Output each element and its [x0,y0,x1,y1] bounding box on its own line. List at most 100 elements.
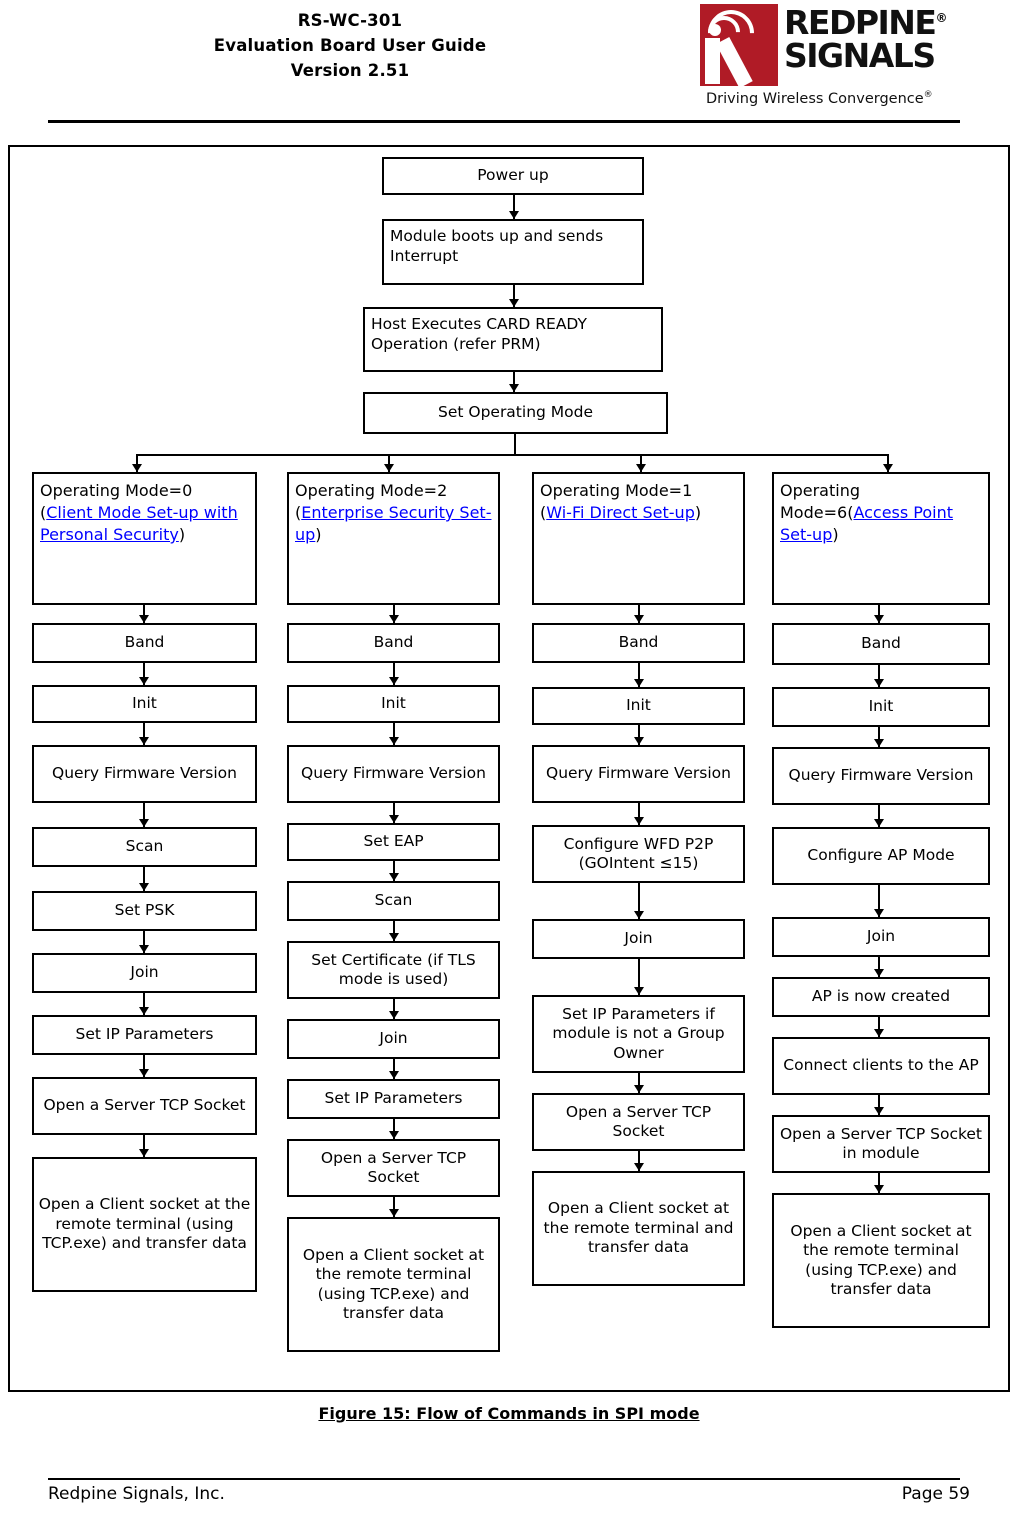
flow-node-power-up: Power up [382,157,644,195]
flow-node-label: Module boots up and sends Interrupt [390,227,604,265]
flow-node-label: Set IP Parameters [75,1025,214,1044]
flow-node-label: Open a Client socket at the remote termi… [38,1195,251,1253]
flow-node-label: Query Firmware Version [52,764,237,783]
flow-node-label: Query Firmware Version [301,764,486,783]
flow-node-mode-0-init: Init [32,685,257,723]
flow-node-mode-1-client-socket: Open a Client socket at the remote termi… [532,1171,745,1286]
flow-node-label: Set IP Parameters [324,1089,463,1108]
flow-node-label: Operating Mode=1(Wi-Fi Direct Set-up) [540,480,737,524]
flow-node-module-boots: Module boots up and sends Interrupt [382,219,644,285]
close-paren: ) [315,525,322,544]
flow-node-mode-6-server-socket: Open a Server TCP Socket in module [772,1115,990,1173]
flow-node-mode-1-head: Operating Mode=1(Wi-Fi Direct Set-up) [532,472,745,605]
flow-node-mode-2-scan: Scan [287,881,500,921]
title-line-3: Version 2.51 [290,61,410,80]
page-header: RS-WC-301 Evaluation Board User Guide Ve… [0,0,1018,125]
flow-node-label: Operating Mode=2 (Enterprise Security Set… [295,480,492,546]
flow-node-mode-0-scan: Scan [32,827,257,867]
logo-name-line-1: REDPINE [784,3,937,42]
page-title: RS-WC-301 Evaluation Board User Guide Ve… [120,8,580,83]
flow-node-mode-6-query-fw: Query Firmware Version [772,747,990,805]
flow-node-label: Open a Client socket at the remote termi… [302,1245,485,1323]
link-wifi-direct-setup[interactable]: Wi-Fi Direct Set-up [546,503,695,522]
close-paren: ) [178,525,186,544]
flow-node-label: Operating Mode=0(Client Mode Set-up with… [40,480,249,546]
logo-tagline: Driving Wireless Convergence® [706,90,950,107]
registered-trademark-icon: ® [935,11,948,25]
flow-node-label: Join [624,929,653,948]
flow-node-mode-1-query-fw: Query Firmware Version [532,745,745,803]
flow-node-mode-2-head: Operating Mode=2 (Enterprise Security Set… [287,472,500,605]
flow-node-mode-6-connect-clients: Connect clients to the AP [772,1037,990,1095]
flow-node-label: Open a Client socket at the remote termi… [790,1221,972,1299]
flow-node-mode-2-client-socket: Open a Client socket at the remote termi… [287,1217,500,1352]
flow-node-mode-2-init: Init [287,685,500,723]
link-client-mode-setup[interactable]: Client Mode Set-up with Personal Securit… [40,503,238,544]
branch-trunk-stem [514,434,516,455]
flow-node-label: Open a Server TCP Socket [320,1148,467,1187]
title-line-2: Evaluation Board User Guide [213,36,487,55]
flow-node-label: Configure WFD P2P (GOIntent ≤15) [563,834,714,873]
flow-node-label: Join [130,963,159,982]
flow-node-label: Set EAP [363,832,424,851]
flow-node-label: Open a Server TCP Socket [565,1102,712,1141]
flow-node-label: Init [868,697,894,716]
flow-node-mode-6-configure-ap: Configure AP Mode [772,827,990,885]
flow-node-mode-1-band: Band [532,623,745,663]
flow-node-label: Set IP Parameters if module is not a Gro… [552,1004,725,1062]
flow-node-mode-0-query-fw: Query Firmware Version [32,745,257,803]
flow-node-mode-1-set-ip: Set IP Parameters if module is not a Gro… [532,995,745,1073]
flow-node-mode-0-set-psk: Set PSK [32,891,257,931]
link-access-point-setup[interactable]: Access Point Set-up [780,503,954,544]
flow-node-label: Init [132,694,157,713]
flow-node-label: Operating Mode=6(Access Point Set-up) [780,480,982,546]
logo-signal-wave-icon [698,0,778,89]
flow-node-label: AP is now created [811,987,951,1006]
flow-node-mode-1-join: Join [532,919,745,959]
flow-node-mode-2-server-socket: Open a Server TCP Socket [287,1139,500,1197]
flow-node-mode-6-ap-created: AP is now created [772,977,990,1017]
flow-node-label: Connect clients to the AP [783,1056,979,1075]
flow-node-mode-0-server-socket: Open a Server TCP Socket [32,1077,257,1135]
open-paren: ( [540,503,547,522]
logo-name-line-2: SIGNALS [784,36,936,75]
flow-node-mode-1-server-socket: Open a Server TCP Socket [532,1093,745,1151]
link-enterprise-security-setup[interactable]: Enterprise Security Set-up [295,503,492,544]
redpine-signals-logo: REDPINE® SIGNALS Driving Wireless Conver… [698,0,950,112]
flow-node-mode-2-join: Join [287,1019,500,1059]
flow-node-label: Init [381,694,406,713]
flow-node-label: Scan [374,891,413,910]
title-line-1: RS-WC-301 [297,11,403,30]
flow-node-label: Band [861,634,901,653]
flow-node-mode-6-join: Join [772,917,990,957]
flow-node-mode-2-query-fw: Query Firmware Version [287,745,500,803]
logo-tagline-text: Driving Wireless Convergence [706,90,924,107]
flow-node-mode-2-set-eap: Set EAP [287,823,500,861]
header-divider [48,120,960,123]
flow-node-mode-1-configure-wfd: Configure WFD P2P (GOIntent ≤15) [532,825,745,883]
flow-node-mode-0-join: Join [32,953,257,993]
open-paren: ( [295,503,302,522]
flow-node-label: Band [618,633,659,652]
flow-node-card-ready: Host Executes CARD READY Operation (refe… [363,307,663,372]
flow-node-label: Power up [477,166,549,185]
mode-prefix: Operating Mode=2 [295,481,448,500]
flow-node-mode-0-head: Operating Mode=0(Client Mode Set-up with… [32,472,257,605]
mode-prefix: Operating Mode=6 [780,481,860,522]
figure-caption: Figure 15: Flow of Commands in SPI mode [318,1404,700,1423]
flow-node-label: Set Operating Mode [437,403,594,422]
flow-node-label: Scan [125,837,164,856]
flow-node-label: Set Certificate (if TLS mode is used) [311,950,476,989]
flow-node-mode-2-set-ip: Set IP Parameters [287,1079,500,1119]
mode-prefix: Operating Mode=1 [540,481,693,500]
logo-wordmark: REDPINE® SIGNALS [784,2,950,72]
flow-node-label: Set PSK [114,901,175,920]
flow-node-label: Query Firmware Version [788,766,974,785]
flow-node-mode-2-set-cert: Set Certificate (if TLS mode is used) [287,941,500,999]
open-paren: ( [847,503,854,522]
flow-node-mode-6-band: Band [772,623,990,665]
close-paren: ) [832,525,839,544]
flow-node-label: Band [124,633,165,652]
open-paren: ( [40,503,47,522]
flow-node-mode-2-band: Band [287,623,500,663]
